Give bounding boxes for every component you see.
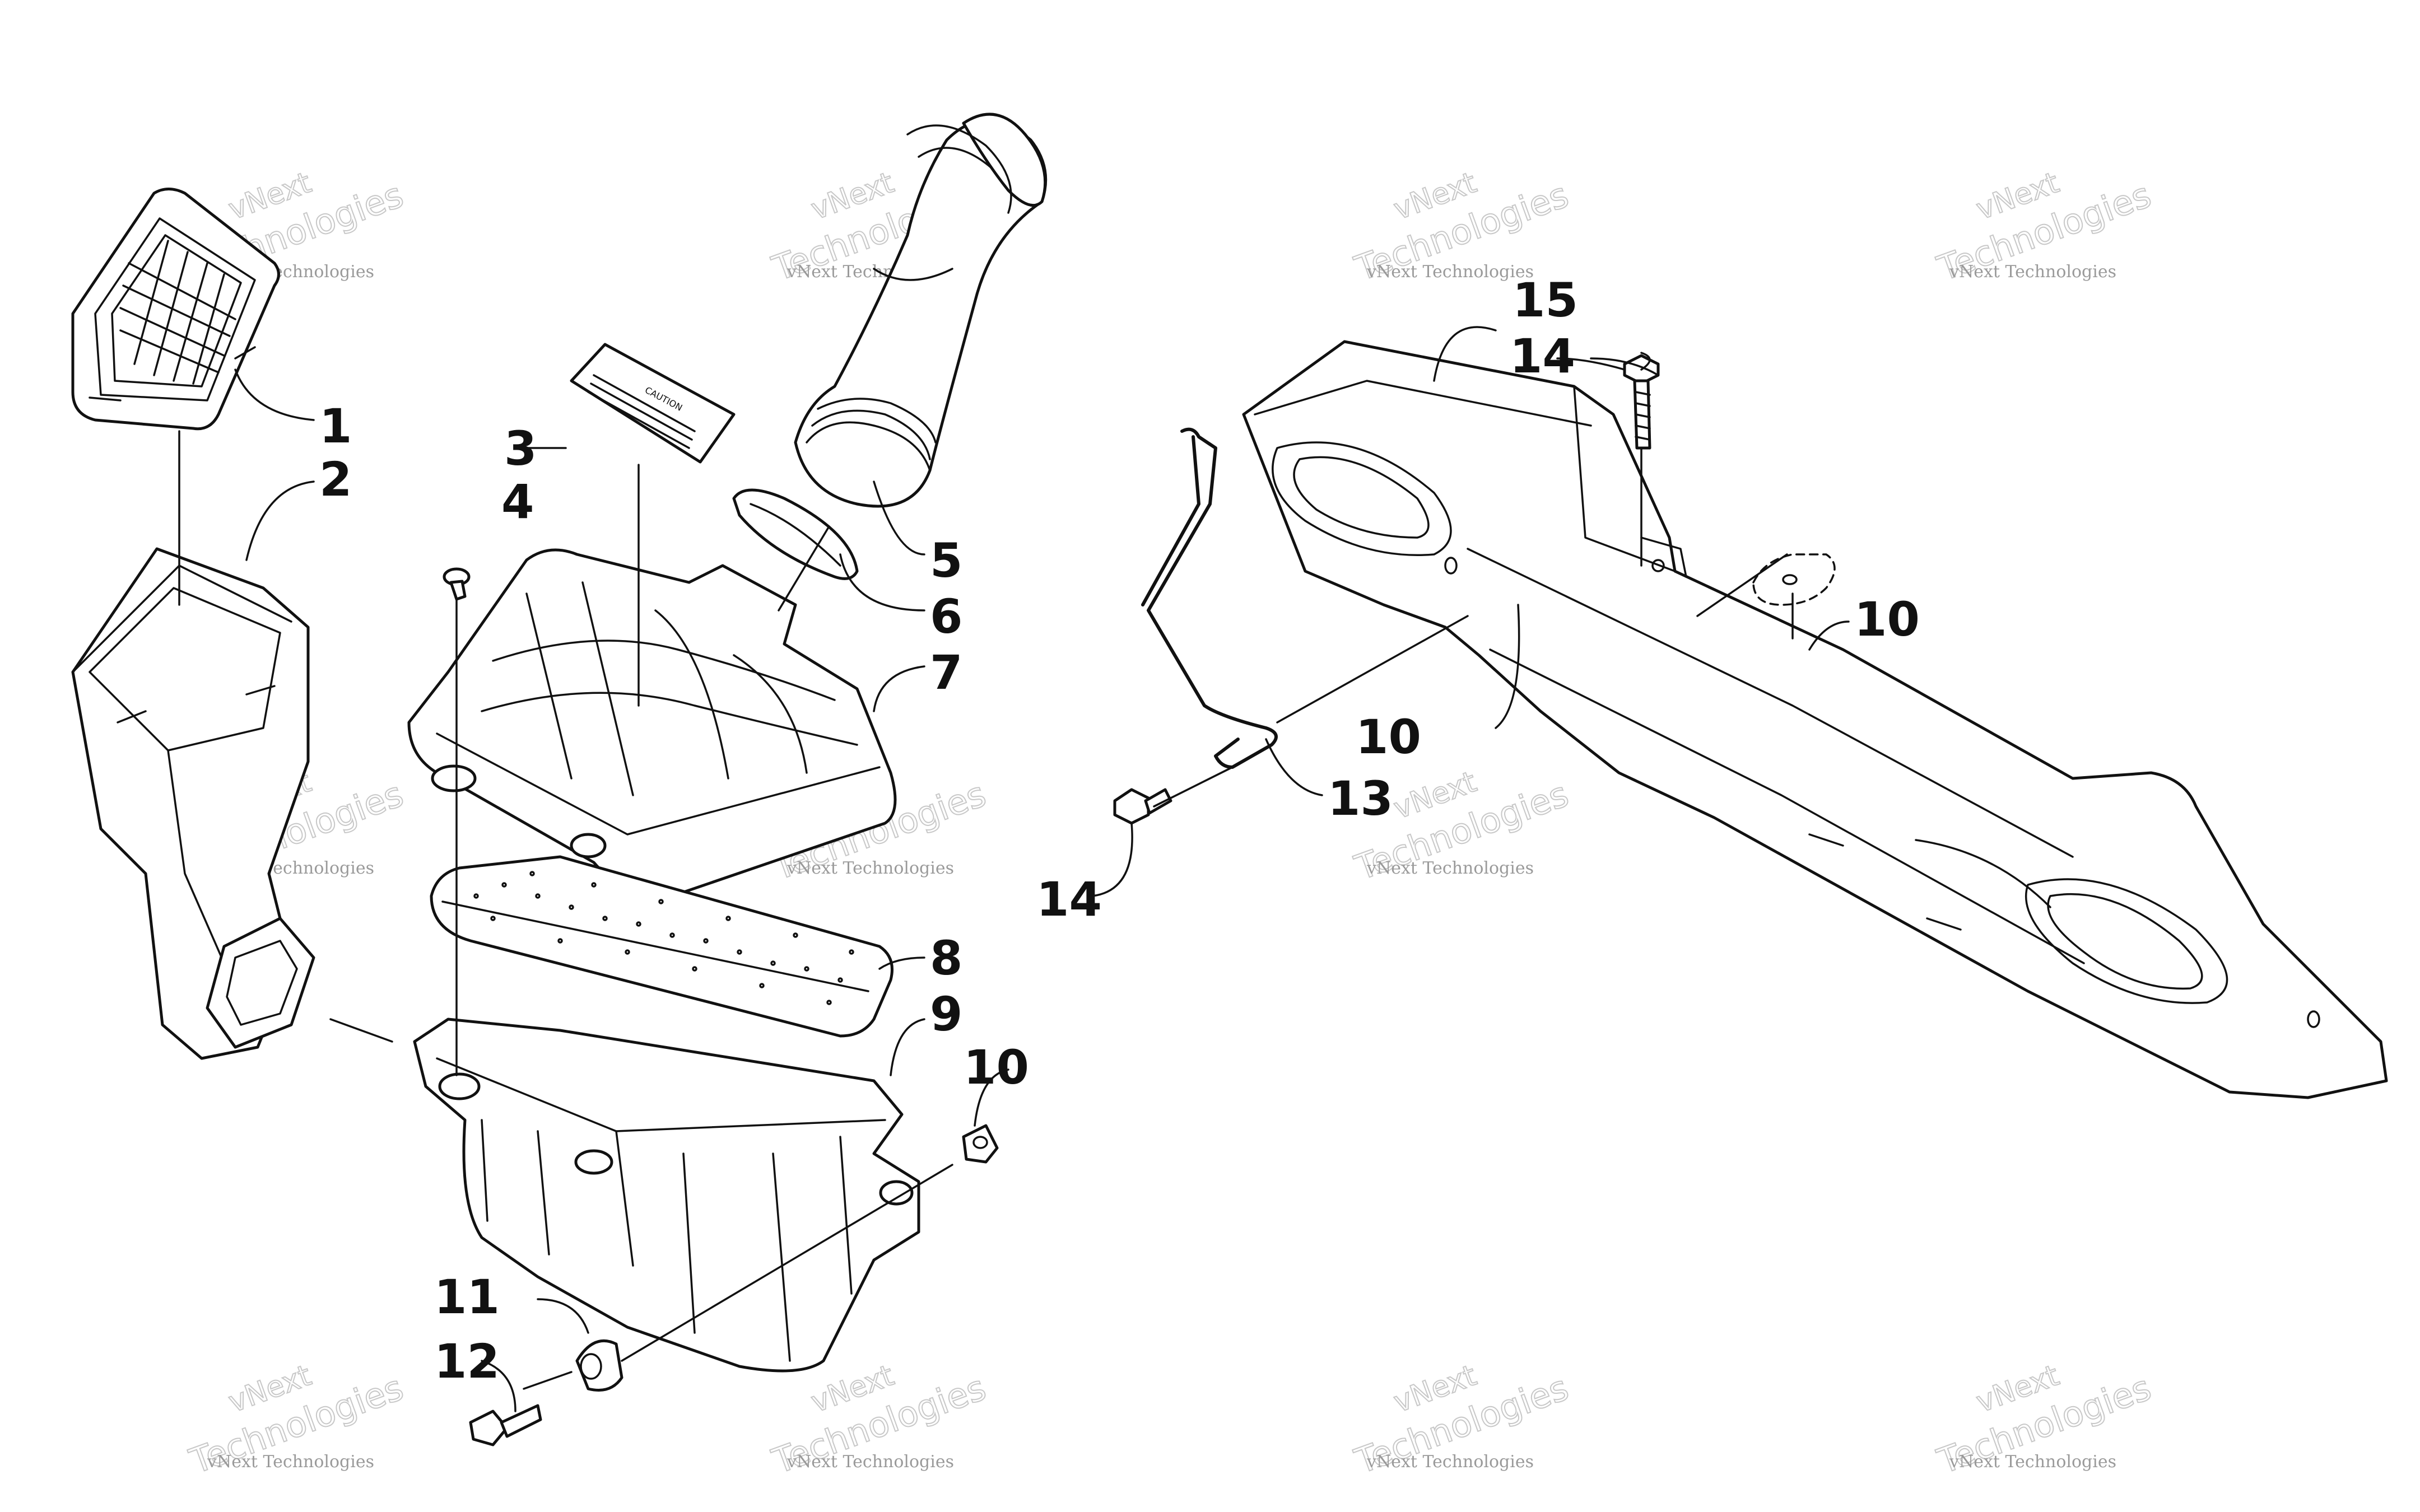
callout-14-top: 14 <box>1510 329 1575 384</box>
callout-1: 1 <box>319 399 352 454</box>
callout-2: 2 <box>319 452 352 507</box>
part-13-wire-rod <box>1141 427 1278 769</box>
leader-lines <box>178 326 1850 1412</box>
watermark-small: vNext Technologies <box>787 858 954 878</box>
part-4-screw <box>443 567 471 601</box>
callout-8: 8 <box>930 931 962 986</box>
watermark-small: vNext Technologies <box>787 1452 954 1472</box>
callout-5: 5 <box>930 533 962 588</box>
callout-7: 7 <box>930 645 962 700</box>
part-14-bolt-left <box>1113 788 1172 825</box>
callout-12: 12 <box>434 1334 500 1389</box>
callout-6: 6 <box>930 589 962 644</box>
callout-10-duct: 10 <box>1356 710 1421 764</box>
part-7-airbox-cover <box>407 548 897 898</box>
callouts: 1 2 3 4 5 6 7 8 9 10 10 10 11 12 13 14 1… <box>319 273 1920 1389</box>
part-10-grommet <box>962 1124 999 1164</box>
part-8-filter-element <box>430 855 893 1038</box>
callout-3: 3 <box>504 421 537 476</box>
callout-10-airbox: 10 <box>964 1040 1029 1095</box>
part-2-intake-duct <box>71 547 315 1060</box>
callout-4: 4 <box>501 474 534 529</box>
part-11-rubber-mount <box>575 1339 623 1392</box>
watermark-small: vNext Technologies <box>1366 858 1534 878</box>
callout-10-right: 10 <box>1854 592 1920 647</box>
part-12-bolt <box>469 1404 542 1446</box>
sealing-pad <box>1752 553 1836 606</box>
watermark-small: vNext Technologies <box>1366 262 1534 282</box>
part-15-long-air-duct <box>1242 340 2388 1099</box>
watermark-small: vNext Technologies <box>1949 1452 2116 1472</box>
callout-11: 11 <box>434 1270 500 1324</box>
callout-15: 15 <box>1513 273 1578 328</box>
callout-13: 13 <box>1328 771 1393 826</box>
part-9-airbox-base <box>413 1018 920 1373</box>
part-3-warning-label: CAUTION <box>570 343 736 464</box>
callout-14-left: 14 <box>1036 872 1102 927</box>
part-5-hose-elbow <box>794 113 1048 508</box>
part-1-intake-screen <box>71 188 280 431</box>
watermark-small: vNext Technologies <box>1949 262 2116 282</box>
part-6-clamp <box>732 488 859 580</box>
watermark-small: vNext Technologies <box>207 1452 374 1472</box>
callout-9: 9 <box>930 987 962 1042</box>
watermark-small: vNext Technologies <box>1366 1452 1534 1472</box>
